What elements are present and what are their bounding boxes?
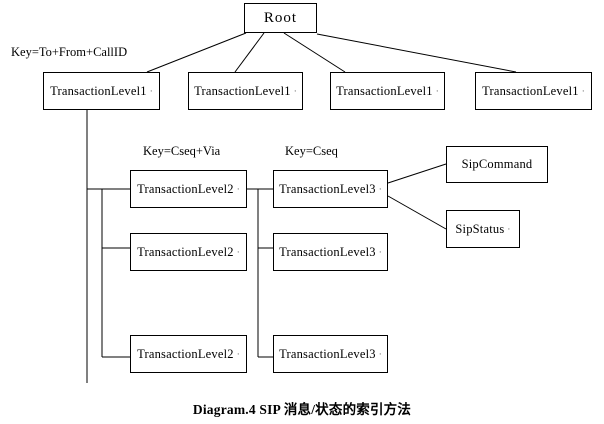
node-label: TransactionLevel2 [137, 244, 234, 259]
node-root-label: Root [263, 9, 298, 26]
paragraph-mark: · [378, 183, 382, 194]
key-label-level2: Key=Cseq+Via [143, 144, 221, 158]
edge-root-l1d [316, 33, 517, 73]
edge-l3-sipcommand [387, 163, 447, 184]
node-transactionlevel1-1: TransactionLevel1· [43, 72, 160, 110]
paragraph-mark: · [236, 183, 240, 194]
node-label: TransactionLevel1 [50, 83, 147, 98]
node-transactionlevel3-1: TransactionLevel3· [273, 170, 388, 208]
node-transactionlevel1-3: TransactionLevel1· [330, 72, 445, 110]
edge-root-l1b [234, 32, 265, 73]
node-transactionlevel2-3: TransactionLevel2· [130, 335, 247, 373]
node-transactionlevel1-4: TransactionLevel1· [475, 72, 592, 110]
paragraph-mark: · [378, 348, 382, 359]
key-label-level3: Key=Cseq [285, 144, 338, 158]
node-label: TransactionLevel1 [194, 83, 291, 98]
paragraph-mark: · [378, 246, 382, 257]
node-label: TransactionLevel1 [336, 83, 433, 98]
node-label: TransactionLevel1 [482, 83, 579, 98]
edge-l3-sipstatus [387, 195, 447, 230]
node-label: SipCommand [461, 157, 533, 171]
paragraph-mark: · [293, 85, 297, 96]
edge-root-l1c [283, 32, 346, 73]
diagram-caption: Diagram.4 SIP 消息/状态的索引方法 [192, 402, 412, 417]
node-transactionlevel3-3: TransactionLevel3· [273, 335, 388, 373]
node-label: TransactionLevel3 [279, 346, 376, 361]
node-sipstatus: SipStatus· [446, 210, 520, 248]
paragraph-mark: · [435, 85, 439, 96]
key-label-level1: Key=To+From+CallID [11, 45, 128, 59]
node-transactionlevel2-1: TransactionLevel2· [130, 170, 247, 208]
paragraph-mark: · [507, 223, 511, 234]
node-transactionlevel1-2: TransactionLevel1· [188, 72, 303, 110]
paragraph-mark: · [149, 85, 153, 96]
node-transactionlevel3-2: TransactionLevel3· [273, 233, 388, 271]
node-label: TransactionLevel3 [279, 181, 376, 196]
node-label: TransactionLevel2 [137, 181, 234, 196]
node-label: TransactionLevel2 [137, 346, 234, 361]
node-sipcommand: SipCommand [446, 146, 548, 183]
edge-root-l1a [146, 32, 247, 73]
node-root: Root [244, 3, 317, 33]
node-label: SipStatus [455, 221, 505, 236]
node-label: TransactionLevel3 [279, 244, 376, 259]
paragraph-mark: · [236, 246, 240, 257]
paragraph-mark: · [581, 85, 585, 96]
paragraph-mark: · [236, 348, 240, 359]
node-transactionlevel2-2: TransactionLevel2· [130, 233, 247, 271]
